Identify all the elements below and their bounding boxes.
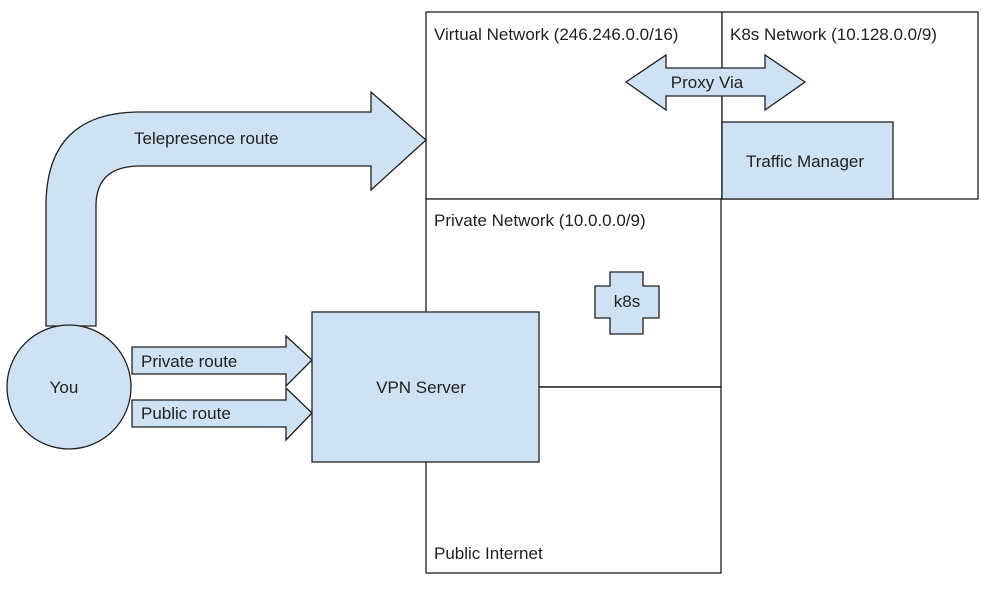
k8s-label: k8s bbox=[614, 292, 640, 311]
telepresence-route-arrow bbox=[45, 90, 427, 327]
k8s-network-label: K8s Network (10.128.0.0/9) bbox=[730, 25, 937, 44]
virtual-network-label: Virtual Network (246.246.0.0/16) bbox=[434, 25, 678, 44]
you-node bbox=[6, 324, 132, 450]
vpn-server-label: VPN Server bbox=[376, 378, 466, 397]
traffic-manager-label: Traffic Manager bbox=[746, 152, 864, 171]
proxy-via-label: Proxy Via bbox=[671, 73, 744, 92]
public-internet-label: Public Internet bbox=[434, 544, 543, 563]
private-route-arrow bbox=[131, 334, 313, 388]
vpn-server-node bbox=[311, 311, 540, 463]
proxy-via-arrow bbox=[624, 53, 807, 112]
private-network-label: Private Network (10.0.0.0/9) bbox=[434, 211, 646, 230]
telepresence-route-label: Telepresence route bbox=[134, 129, 279, 148]
private-route-label: Private route bbox=[141, 352, 237, 371]
virtual-network-region bbox=[425, 11, 723, 200]
k8s-node bbox=[594, 271, 660, 335]
traffic-manager-node bbox=[721, 121, 894, 200]
public-route-label: Public route bbox=[141, 404, 231, 423]
you-label: You bbox=[50, 378, 79, 397]
public-route-arrow bbox=[131, 386, 313, 442]
